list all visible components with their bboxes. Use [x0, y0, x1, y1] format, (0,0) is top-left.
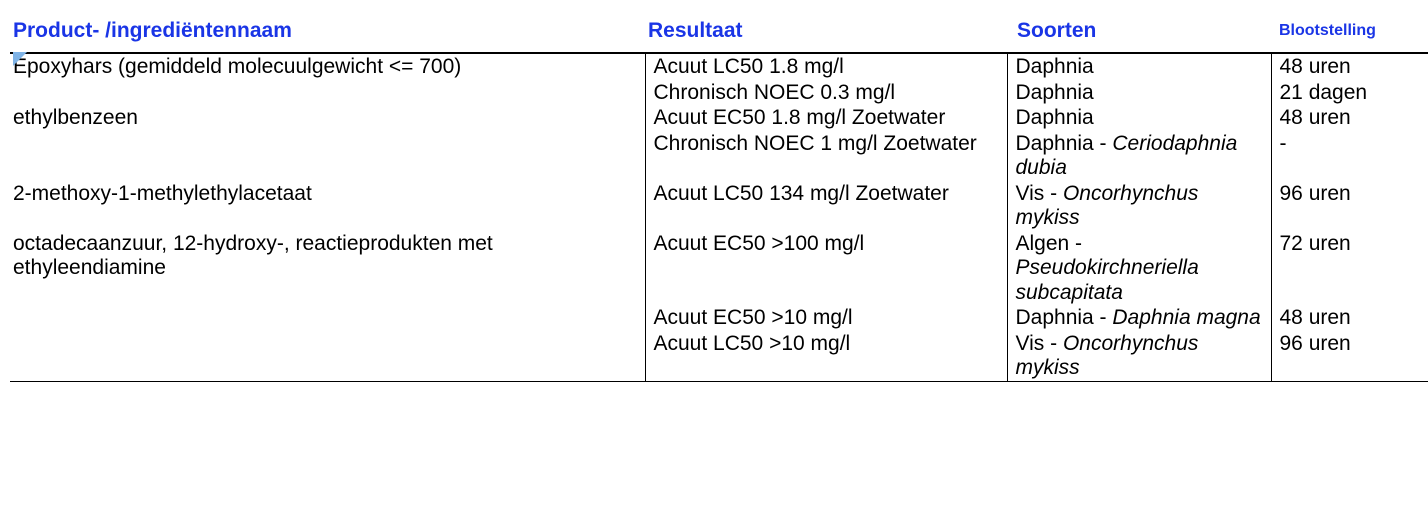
cell-species: Algen - Pseudokirchneriella subcapitata	[1006, 230, 1271, 305]
cell-species: Vis - Oncorhynchus mykiss	[1006, 180, 1271, 231]
species-italic: Ceriodaphnia dubia	[1015, 131, 1238, 180]
cell-exposure: 48 uren	[1270, 305, 1428, 331]
species-italic: Daphnia magna	[1112, 306, 1261, 329]
header-result: Resultaat	[645, 14, 1007, 54]
species-plain: Daphnia	[1015, 106, 1094, 129]
table-header: Product- /ingrediëntennaam Resultaat Soo…	[10, 14, 1428, 54]
cell-product-name	[10, 330, 645, 382]
cell-product-name	[10, 131, 645, 181]
cell-result: Chronisch NOEC 0.3 mg/l	[644, 79, 1007, 105]
species-italic: Oncorhynchus mykiss	[1015, 181, 1199, 230]
cell-product-name: 2-methoxy-1-methylethylacetaat	[13, 181, 312, 205]
cell-product-name: Epoxyhars (gemiddeld molecuulgewicht <= …	[13, 55, 462, 78]
header-product-name: Product- /ingrediëntennaam	[10, 14, 645, 54]
cell-species: Daphnia	[1006, 105, 1271, 131]
cell-product-name: octadecaanzuur, 12-hydroxy-, reactieprod…	[13, 231, 493, 280]
cell-species: Daphnia	[1006, 79, 1271, 105]
cell-exposure: 48 uren	[1270, 105, 1428, 131]
cell-result: Acuut EC50 1.8 mg/l Zoetwater	[644, 105, 1007, 131]
cell-exposure: 72 uren	[1270, 230, 1428, 305]
species-italic: Oncorhynchus mykiss	[1015, 331, 1199, 380]
table-body: Epoxyhars (gemiddeld molecuulgewicht <= …	[10, 53, 1428, 382]
cell-exposure: -	[1270, 130, 1428, 181]
species-plain: Daphnia -	[1015, 131, 1113, 155]
cell-product-name	[10, 80, 645, 106]
cell-species: Vis - Oncorhynchus mykiss	[1006, 330, 1271, 382]
cell-result: Acuut EC50 >10 mg/l	[644, 305, 1007, 331]
cell-result: Acuut EC50 >100 mg/l	[644, 230, 1007, 305]
table-row: Chronisch NOEC 1 mg/l Zoetwater Daphnia …	[10, 130, 1428, 181]
header-exposure: Blootstelling	[1271, 14, 1428, 54]
species-plain: Daphnia	[1015, 80, 1094, 104]
table-row: 2-methoxy-1-methylethylacetaat Acuut LC5…	[10, 180, 1428, 231]
cell-result: Acuut LC50 134 mg/l Zoetwater	[644, 180, 1007, 231]
species-plain: Daphnia -	[1015, 306, 1113, 329]
table-row: Acuut LC50 >10 mg/l Vis - Oncorhynchus m…	[10, 330, 1428, 382]
cell-species: Daphnia - Ceriodaphnia dubia	[1006, 130, 1271, 181]
cell-exposure: 96 uren	[1270, 180, 1428, 231]
species-plain: Daphnia	[1015, 55, 1094, 78]
cell-result: Chronisch NOEC 1 mg/l Zoetwater	[644, 130, 1007, 181]
cell-result: Acuut LC50 1.8 mg/l	[644, 53, 1007, 80]
cell-product-name: ethylbenzeen	[13, 106, 138, 129]
table-row: Chronisch NOEC 0.3 mg/l Daphnia 21 dagen	[10, 79, 1428, 106]
species-plain: Vis -	[1015, 331, 1063, 355]
cell-species: Daphnia - Daphnia magna	[1006, 305, 1271, 331]
table-row: octadecaanzuur, 12-hydroxy-, reactieprod…	[10, 230, 1428, 305]
ecotoxicity-table: Product- /ingrediëntennaam Resultaat Soo…	[10, 14, 1428, 382]
cell-species: Daphnia	[1006, 53, 1271, 80]
cell-exposure: 96 uren	[1270, 330, 1428, 382]
table-row: Epoxyhars (gemiddeld molecuulgewicht <= …	[10, 53, 1428, 80]
cell-result: Acuut LC50 >10 mg/l	[644, 330, 1007, 382]
cell-exposure: 21 dagen	[1270, 79, 1428, 105]
table-row: Acuut EC50 >10 mg/l Daphnia - Daphnia ma…	[10, 305, 1428, 331]
comment-marker-icon[interactable]	[13, 52, 27, 66]
species-italic: Pseudokirchneriella subcapitata	[1015, 256, 1199, 304]
table-row: ethylbenzeen Acuut EC50 1.8 mg/l Zoetwat…	[10, 105, 1428, 131]
header-row: Product- /ingrediëntennaam Resultaat Soo…	[10, 14, 1428, 54]
species-plain: Vis -	[1015, 181, 1063, 205]
species-plain: Algen -	[1015, 231, 1083, 255]
cell-product-name	[10, 305, 645, 331]
cell-exposure: 48 uren	[1270, 53, 1428, 80]
header-species: Soorten	[1007, 14, 1271, 54]
